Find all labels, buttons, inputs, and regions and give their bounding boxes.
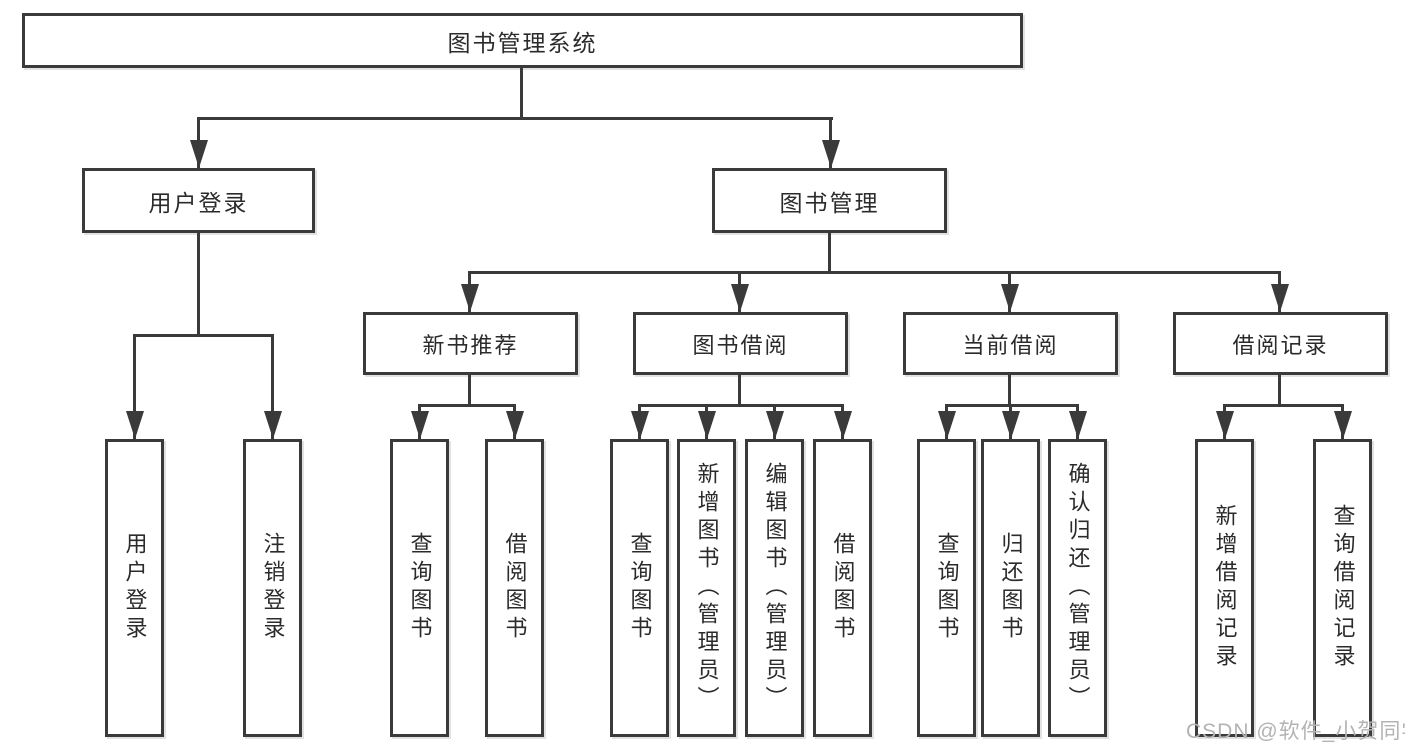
arrowhead-icon bbox=[1002, 411, 1020, 439]
connector-line bbox=[638, 404, 844, 407]
leaf-add-borrow-record: 新增借阅记录 bbox=[1195, 439, 1254, 737]
arrowhead-icon bbox=[822, 140, 840, 168]
leaf-edit-books-admin: 编辑图书（管理员） bbox=[745, 439, 804, 737]
arrowhead-icon bbox=[1001, 284, 1019, 312]
connector-line bbox=[133, 334, 274, 337]
arrowhead-icon bbox=[1216, 411, 1234, 439]
node-user-login: 用户登录 bbox=[82, 168, 315, 233]
node-borrow-records: 借阅记录 bbox=[1173, 312, 1388, 375]
leaf-label: 编辑图书（管理员） bbox=[762, 462, 788, 714]
connector-line bbox=[1008, 375, 1011, 406]
node-label: 当前借阅 bbox=[962, 332, 1059, 358]
node-book-borrow: 图书借阅 bbox=[633, 312, 848, 375]
leaf-label: 注销登录 bbox=[260, 532, 286, 644]
connector-line bbox=[197, 233, 200, 335]
node-label: 新书推荐 bbox=[422, 332, 519, 358]
leaf-query-books-recommend: 查询图书 bbox=[390, 439, 449, 737]
leaf-user-login: 用户登录 bbox=[105, 439, 164, 737]
node-system-root: 图书管理系统 bbox=[22, 13, 1023, 68]
node-label: 用户登录 bbox=[148, 189, 249, 216]
leaf-label: 新增借阅记录 bbox=[1212, 504, 1238, 672]
leaf-label: 用户登录 bbox=[122, 532, 148, 644]
leaf-label: 查询图书 bbox=[934, 532, 960, 644]
connector-line bbox=[828, 233, 831, 273]
connector-line bbox=[468, 375, 471, 407]
arrowhead-icon bbox=[264, 411, 282, 439]
connector-line bbox=[1278, 375, 1281, 406]
leaf-label: 归还图书 bbox=[998, 532, 1024, 644]
node-label: 图书管理 bbox=[779, 189, 880, 216]
leaf-label: 查询图书 bbox=[627, 532, 653, 644]
node-label: 图书管理系统 bbox=[447, 29, 598, 56]
arrowhead-icon bbox=[461, 284, 479, 312]
connector-line bbox=[945, 404, 1079, 407]
connector-line bbox=[738, 375, 741, 406]
node-current-borrow: 当前借阅 bbox=[903, 312, 1118, 375]
arrowhead-icon bbox=[506, 411, 524, 439]
connector-line bbox=[520, 68, 523, 118]
leaf-label: 查询借阅记录 bbox=[1330, 504, 1356, 672]
node-label: 图书借阅 bbox=[692, 332, 789, 358]
arrowhead-icon bbox=[1334, 411, 1352, 439]
leaf-label: 确认归还（管理员） bbox=[1065, 462, 1091, 714]
node-book-management: 图书管理 bbox=[712, 168, 947, 233]
arrowhead-icon bbox=[766, 411, 784, 439]
leaf-add-books-admin: 新增图书（管理员） bbox=[677, 439, 736, 737]
arrowhead-icon bbox=[731, 284, 749, 312]
connector-line bbox=[1223, 404, 1344, 407]
arrowhead-icon bbox=[938, 411, 956, 439]
leaf-query-books-borrow: 查询图书 bbox=[610, 439, 669, 737]
leaf-confirm-return-admin: 确认归还（管理员） bbox=[1048, 439, 1107, 737]
arrowhead-icon bbox=[126, 411, 144, 439]
leaf-return-books: 归还图书 bbox=[981, 439, 1040, 737]
leaf-label: 新增图书（管理员） bbox=[694, 462, 720, 714]
csdn-watermark: CSDN @软件_小贺同学 bbox=[1186, 720, 1405, 743]
arrowhead-icon bbox=[834, 411, 852, 439]
connector-line bbox=[271, 334, 274, 439]
leaf-label: 借阅图书 bbox=[502, 532, 528, 644]
leaf-label: 借阅图书 bbox=[830, 532, 856, 644]
arrowhead-icon bbox=[1069, 411, 1087, 439]
leaf-query-borrow-record: 查询借阅记录 bbox=[1313, 439, 1372, 737]
leaf-borrow-books: 借阅图书 bbox=[813, 439, 872, 737]
node-new-book-recommend: 新书推荐 bbox=[363, 312, 578, 375]
arrowhead-icon bbox=[1271, 284, 1289, 312]
arrowhead-icon bbox=[698, 411, 716, 439]
connector-line bbox=[418, 404, 516, 407]
leaf-label: 查询图书 bbox=[407, 532, 433, 644]
leaf-borrow-books-recommend: 借阅图书 bbox=[485, 439, 544, 737]
arrowhead-icon bbox=[190, 140, 208, 168]
arrowhead-icon bbox=[631, 411, 649, 439]
connector-line bbox=[197, 117, 833, 120]
connector-line bbox=[468, 271, 1281, 274]
node-label: 借阅记录 bbox=[1232, 332, 1329, 358]
arrowhead-icon bbox=[411, 411, 429, 439]
leaf-query-books-current: 查询图书 bbox=[917, 439, 976, 737]
connector-line bbox=[133, 334, 136, 439]
leaf-logout: 注销登录 bbox=[243, 439, 302, 737]
